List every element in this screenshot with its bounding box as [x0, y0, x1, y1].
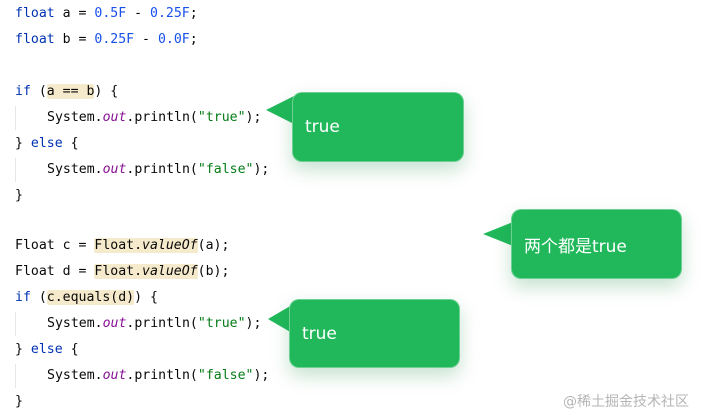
callout-pointer	[268, 305, 292, 333]
indent-guide	[15, 312, 16, 336]
code-line-1: float a = 0.5F - 0.25F;	[15, 6, 198, 21]
watermark: @稀土掘金技术社区	[563, 394, 689, 410]
callout-pointer	[266, 96, 294, 124]
code-line-3: if (a == b) {	[15, 84, 119, 99]
callout-text: true	[302, 323, 337, 344]
code-line-12: } else {	[15, 342, 79, 357]
callout-text: true	[305, 117, 340, 137]
comparison-highlight: a == b	[46, 84, 95, 99]
callout-pointer	[483, 222, 513, 246]
callout-bubble-true-2: true	[289, 299, 460, 368]
code-line-11: System.out.println("true");	[47, 316, 262, 331]
code-line-7: }	[15, 188, 23, 203]
code-line-8: Float c = Float.valueOf(a);	[15, 238, 230, 253]
code-line-10: if (c.equals(d)) {	[15, 290, 158, 305]
equals-highlight: c.equals(d)	[46, 290, 135, 305]
valueof-highlight: Float.valueOf	[94, 264, 198, 279]
code-line-2: float b = 0.25F - 0.0F;	[15, 32, 198, 47]
indent-guide	[15, 106, 16, 130]
indent-guide	[15, 364, 16, 388]
valueof-highlight: Float.valueOf	[94, 238, 198, 253]
code-line-13: System.out.println("false");	[47, 368, 270, 383]
code-line-14: }	[15, 394, 23, 409]
callout-bubble-both-true: 两个都是true	[511, 209, 682, 279]
code-line-4: System.out.println("true");	[47, 110, 262, 125]
code-line-5: } else {	[15, 136, 79, 151]
code-line-9: Float d = Float.valueOf(b);	[15, 264, 230, 279]
callout-bubble-true-1: true	[292, 92, 464, 162]
callout-text: 两个都是true	[524, 236, 627, 257]
indent-guide	[15, 158, 16, 182]
code-line-6: System.out.println("false");	[47, 162, 270, 177]
